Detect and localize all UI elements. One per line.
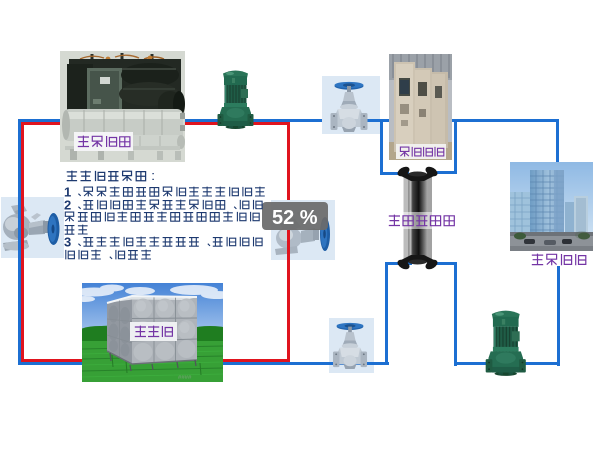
svg-text:2: 2	[64, 197, 71, 212]
svg-text:1: 1	[64, 184, 71, 199]
svg-text:3: 3	[64, 235, 71, 250]
svg-text:####: ####	[178, 375, 192, 381]
